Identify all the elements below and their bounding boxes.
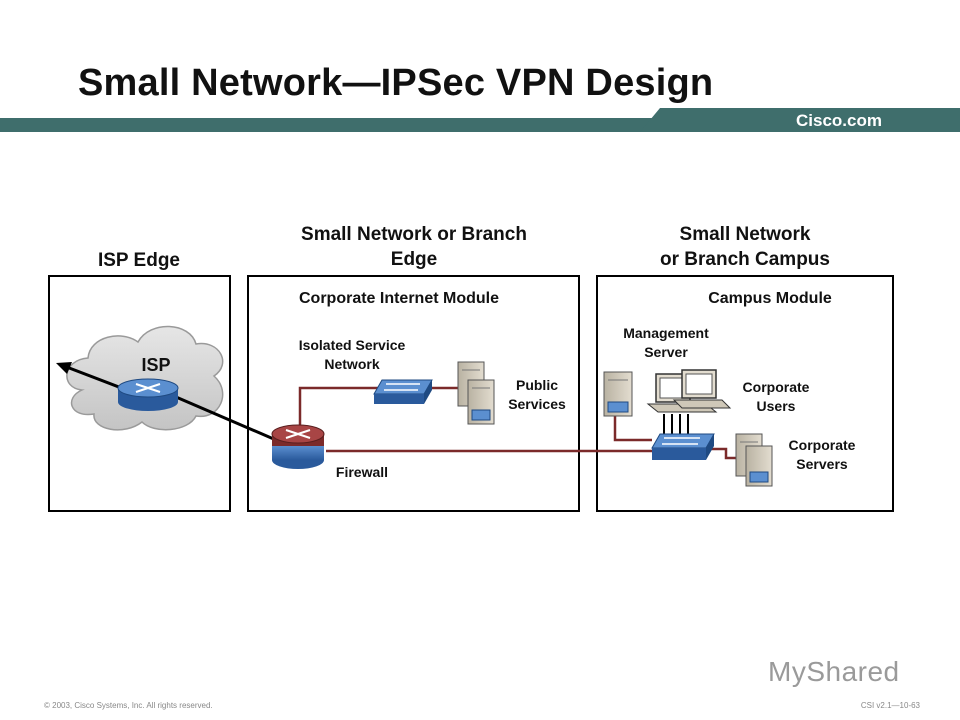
isolated-label-line2: Network bbox=[324, 356, 380, 372]
public-label-line2: Services bbox=[508, 396, 566, 412]
firewall-to-isolated-link bbox=[298, 386, 378, 432]
slide-code-footer: CSI v2.1—10-63 bbox=[860, 701, 920, 710]
isolated-label-line1: Isolated Service bbox=[298, 337, 406, 353]
isp-cloud-icon bbox=[66, 325, 224, 431]
isolated-switch-icon bbox=[373, 379, 433, 404]
branch-edge-box bbox=[247, 275, 580, 512]
servers-label-line2: Servers bbox=[796, 456, 848, 472]
campus-module-title: Campus Module bbox=[708, 290, 832, 307]
users-label-line1: Corporate bbox=[742, 379, 810, 395]
mgmt-to-campus-switch-link bbox=[613, 412, 652, 442]
users-label-line2: Users bbox=[756, 398, 796, 414]
isp-router-icon bbox=[117, 378, 179, 411]
management-server-icon bbox=[603, 371, 633, 417]
isp-edge-header: ISP Edge bbox=[48, 248, 230, 273]
corporate-internet-module-title: Corporate Internet Module bbox=[298, 290, 499, 307]
management-server-label: Management Server bbox=[606, 324, 726, 362]
slide-title: Small Network—IPSec VPN Design bbox=[78, 62, 714, 104]
copyright-footer: © 2003, Cisco Systems, Inc. All rights r… bbox=[44, 701, 213, 710]
mgmt-label-line1: Management bbox=[623, 325, 709, 341]
corporate-servers-label: Corporate Servers bbox=[776, 436, 868, 474]
corporate-users-label: Corporate Users bbox=[730, 378, 822, 416]
firewall-icon bbox=[271, 424, 325, 469]
brand-label: Cisco.com bbox=[796, 111, 882, 130]
watermark-logo: MyShared bbox=[768, 656, 900, 687]
public-server-icon bbox=[457, 361, 495, 425]
branch-campus-header-line1: Small Network bbox=[679, 224, 811, 245]
title-banner bbox=[0, 108, 960, 132]
arrow-icon bbox=[56, 362, 72, 374]
public-label-line1: Public bbox=[515, 377, 558, 393]
branch-edge-header: Small Network or Branch Edge bbox=[248, 222, 580, 272]
campus-switch-icon bbox=[651, 433, 715, 460]
branch-edge-header-line1: Small Network or Branch bbox=[301, 224, 527, 245]
branch-campus-header: Small Network or Branch Campus bbox=[598, 222, 892, 272]
branch-edge-header-line2: Edge bbox=[390, 249, 438, 270]
mgmt-label-line2: Server bbox=[644, 344, 688, 360]
workstation-icon bbox=[646, 369, 732, 413]
campus-switch-to-servers-link bbox=[708, 447, 742, 460]
public-services-label: Public Services bbox=[498, 376, 576, 414]
isolated-service-network-label: Isolated Service Network bbox=[280, 336, 424, 374]
corporate-server-icon bbox=[735, 433, 773, 487]
user-drop-lines bbox=[663, 414, 689, 434]
links bbox=[298, 386, 742, 460]
firewall-label: Firewall bbox=[335, 464, 389, 480]
isp-edge-header-text: ISP Edge bbox=[97, 250, 180, 271]
servers-label-line1: Corporate bbox=[788, 437, 856, 453]
branch-campus-header-line2: or Branch Campus bbox=[660, 249, 830, 270]
isp-label: ISP bbox=[141, 355, 171, 375]
